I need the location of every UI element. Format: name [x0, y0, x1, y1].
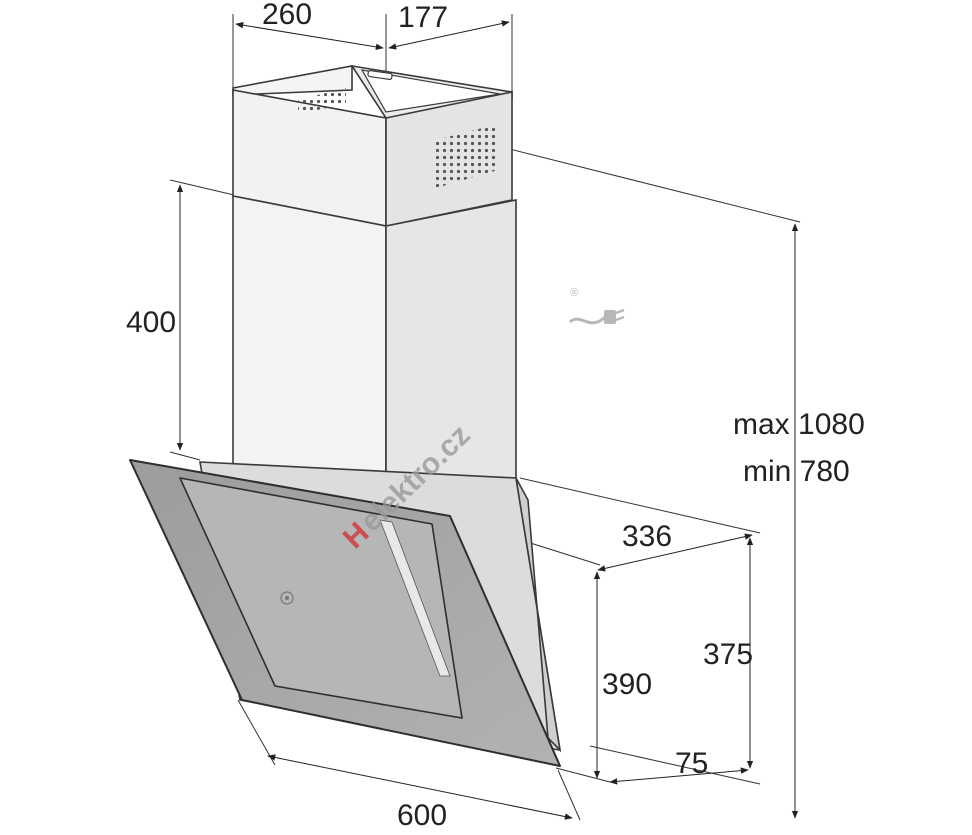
label-min-height: min 780	[743, 455, 850, 488]
label-75: 75	[675, 747, 708, 780]
label-336: 336	[622, 520, 672, 553]
brand-logo-icon	[280, 591, 294, 605]
vent-grille-icon	[436, 124, 498, 188]
dim-line-336	[597, 533, 753, 572]
glass-panel	[129, 459, 561, 767]
label-600: 600	[397, 799, 447, 832]
label-260: 260	[262, 0, 312, 31]
label-375: 375	[703, 638, 753, 671]
dim-line-177	[388, 20, 510, 50]
svg-text:®: ®	[570, 287, 578, 299]
dim-line-260	[235, 22, 384, 50]
vent-grille-icon	[298, 88, 346, 114]
chimney	[232, 64, 517, 522]
dimension-labels: 260 177 400 max 1080 min 780 336 375 390…	[126, 0, 865, 832]
dim-line-75	[609, 767, 749, 785]
label-max-height: max 1080	[733, 408, 865, 441]
label-390: 390	[602, 668, 652, 701]
dim-line-600	[267, 754, 573, 820]
label-177: 177	[398, 1, 448, 34]
label-400: 400	[126, 306, 176, 339]
dimension-lines	[176, 20, 799, 820]
plug-icon: ®	[568, 287, 625, 325]
